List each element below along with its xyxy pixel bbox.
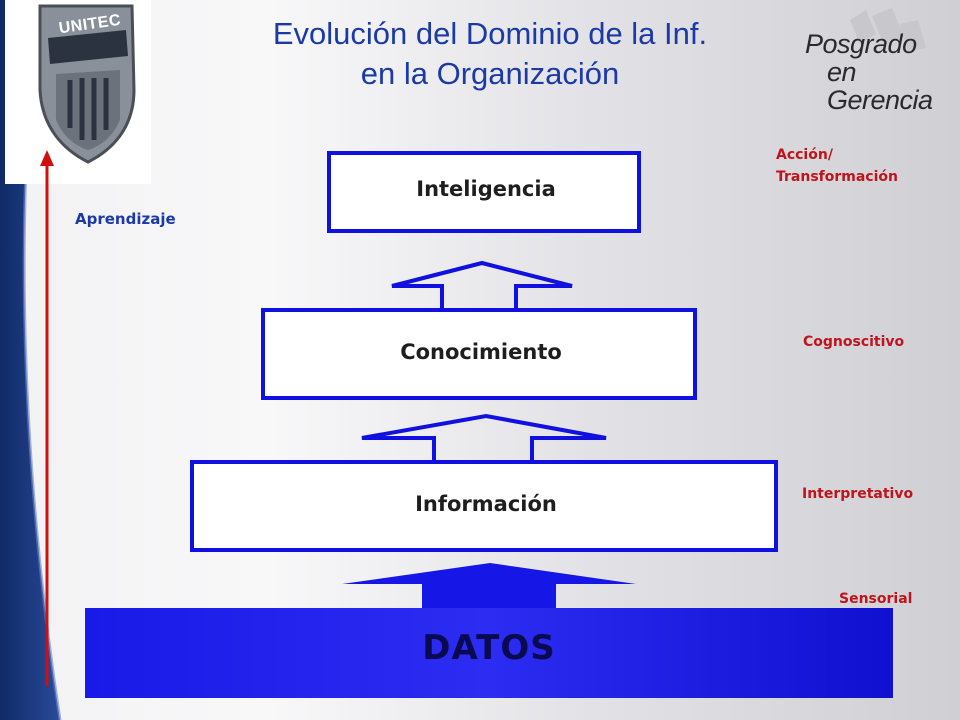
side-label-accion: Acción/ Transformación xyxy=(776,144,898,188)
arrow-to-informacion xyxy=(342,563,636,608)
arrow-to-inteligencia xyxy=(391,260,573,309)
learning-axis-label: Aprendizaje xyxy=(75,210,176,228)
datos-box xyxy=(85,608,893,698)
side-label-cognoscitivo: Cognoscitivo xyxy=(803,334,905,350)
side-label-accion-line-1: Acción/ xyxy=(776,147,833,163)
slide-title-line-2: en la Organización xyxy=(360,56,620,91)
conocimiento-box xyxy=(261,308,697,400)
informacion-box xyxy=(190,460,778,552)
conocimiento-label: Conocimiento xyxy=(400,340,562,364)
brand-line-1: Posgrado xyxy=(805,29,917,59)
side-label-sensorial: Sensorial xyxy=(839,591,913,607)
brand-mark-icon xyxy=(850,8,926,52)
inteligencia-box xyxy=(327,151,641,233)
arrow-to-conocimiento xyxy=(361,413,607,461)
posgrado-brand: Posgrado en Gerencia xyxy=(805,30,955,114)
brand-line-2: en Gerencia xyxy=(827,57,933,115)
inteligencia-label: Inteligencia xyxy=(416,177,556,201)
side-label-interpretativo: Interpretativo xyxy=(802,486,914,502)
side-label-accion-line-2: Transformación xyxy=(776,169,898,185)
learning-axis-arrowhead-icon xyxy=(40,150,54,166)
unitec-logo-icon xyxy=(5,0,151,184)
datos-label: DATOS xyxy=(422,628,556,668)
slide-title-line-1: Evolución del Dominio de la Inf. xyxy=(272,16,708,51)
informacion-label: Información xyxy=(415,492,557,516)
slide-title: Evolución del Dominio de la Inf. en la O… xyxy=(170,14,810,94)
